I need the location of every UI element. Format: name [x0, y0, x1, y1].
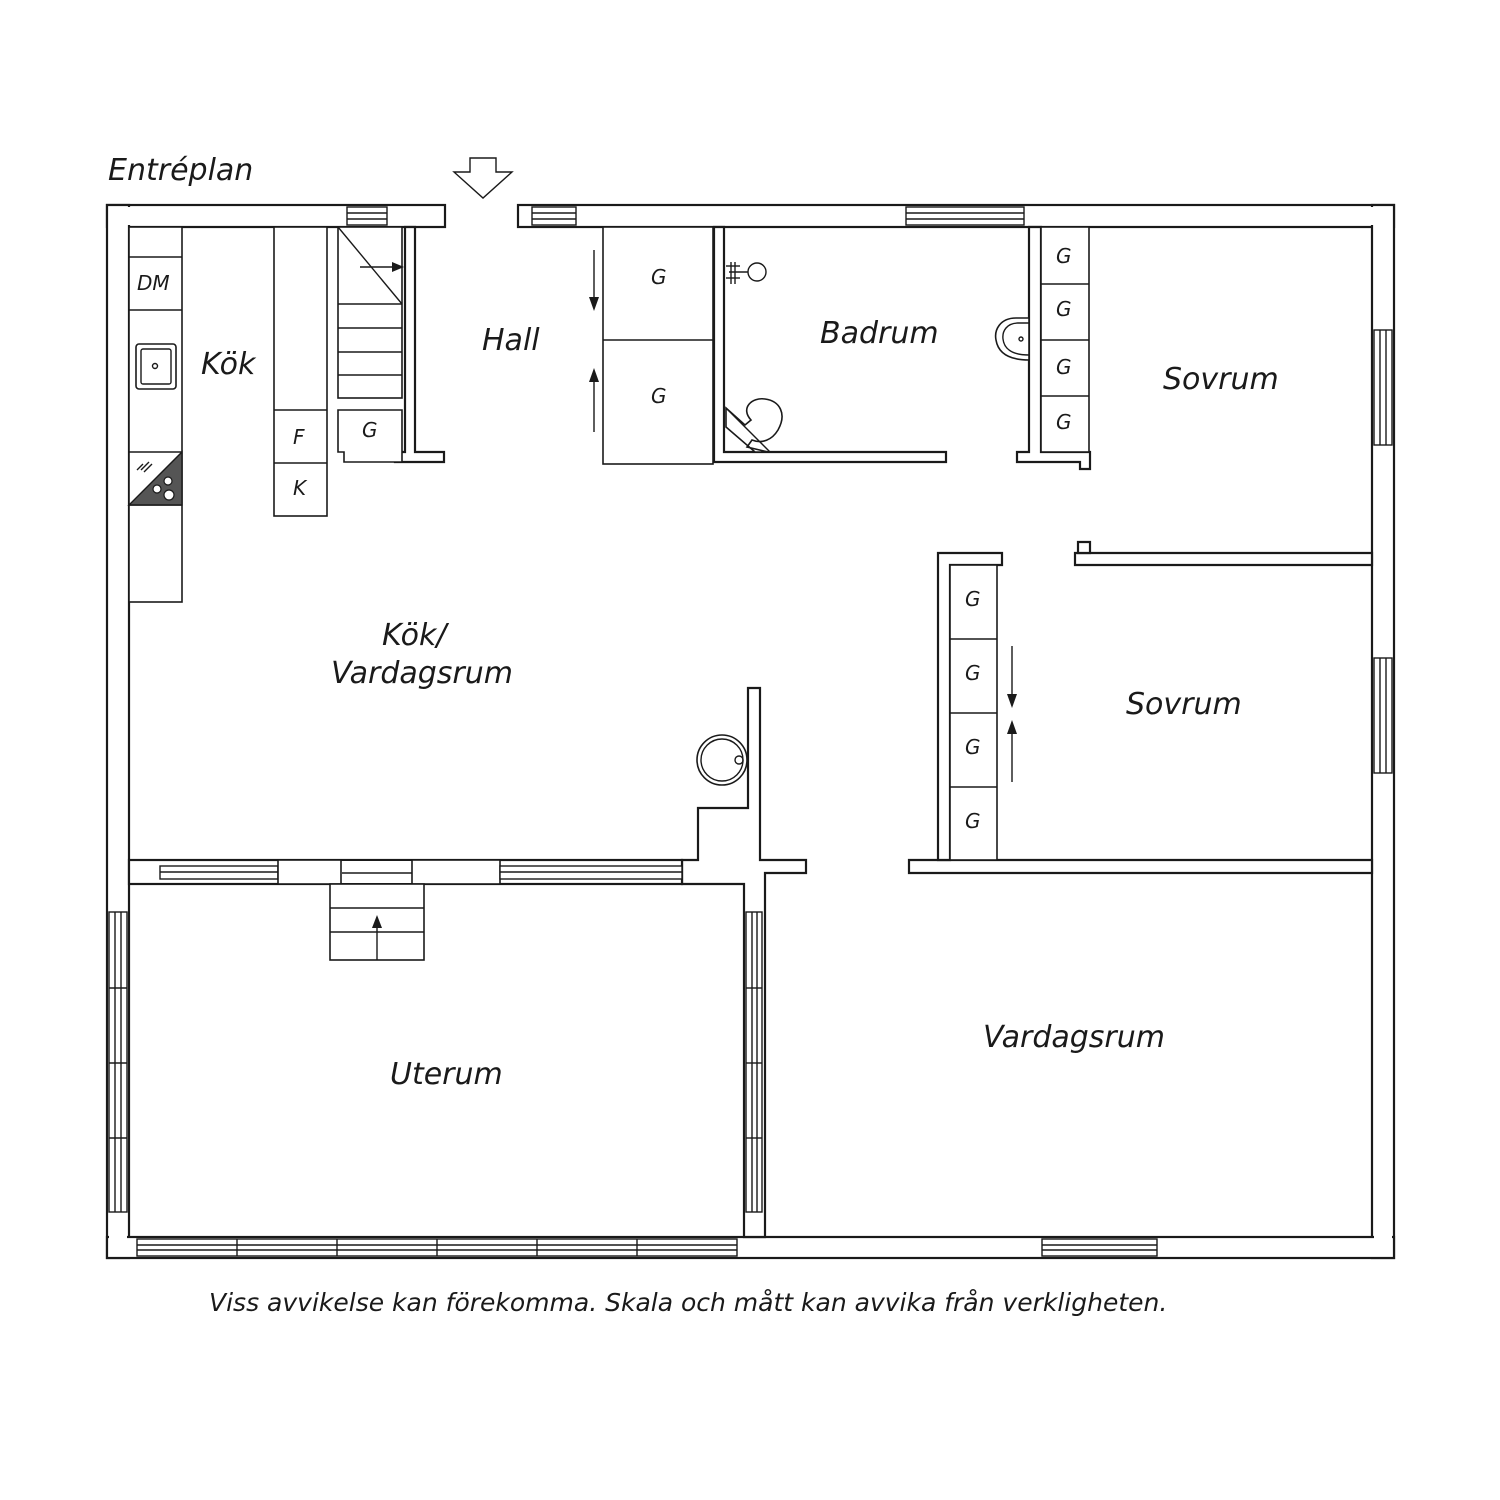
bedroom-2-wardrobe	[949, 564, 1017, 861]
room-label-hall: Hall	[482, 323, 540, 358]
room-label-uterum: Uterum	[390, 1057, 503, 1092]
window	[1041, 1238, 1158, 1257]
stair-arrow-icon	[392, 262, 404, 272]
window	[108, 911, 128, 1213]
freezer-label: K	[293, 476, 308, 500]
closet-label: G	[1056, 297, 1072, 321]
sliding-door-arrow-icon	[589, 368, 599, 382]
windows	[108, 206, 1393, 1257]
uterum-steps	[329, 883, 425, 961]
room-label-kok-vardagsrum-1: Kök/	[382, 618, 449, 653]
hall-wardrobe	[589, 226, 714, 465]
window	[1373, 329, 1393, 446]
kitchen-counter	[127, 226, 183, 603]
window	[905, 206, 1025, 226]
closet-label: G	[965, 735, 981, 759]
closet-label: G	[651, 384, 667, 408]
closet-label: G	[965, 587, 981, 611]
closet-label: G	[1056, 244, 1072, 268]
bathroom-fixtures	[725, 262, 1030, 453]
window	[346, 206, 388, 226]
sink-icon	[135, 343, 177, 390]
closet-label: G	[1056, 410, 1072, 434]
room-label-kok: Kök	[201, 347, 257, 382]
window	[1373, 657, 1393, 774]
closet-label: G	[1056, 355, 1072, 379]
closet-label: G	[965, 809, 981, 833]
fireplace-icon	[696, 734, 748, 786]
closet-label: G	[362, 418, 378, 442]
uterum-divider	[159, 859, 763, 1213]
sliding-door-arrow-icon	[1007, 720, 1017, 734]
closet-label: G	[965, 661, 981, 685]
dishwasher-label: DM	[137, 271, 170, 295]
step-arrow-icon	[372, 915, 382, 928]
washbasin-icon	[994, 317, 1030, 361]
sliding-door-arrow-icon	[589, 297, 599, 311]
toilet-icon	[725, 398, 783, 453]
room-label-sovrum-2: Sovrum	[1126, 687, 1242, 722]
room-label-kok-vardagsrum-2: Vardagsrum	[331, 656, 513, 691]
room-label-vardagsrum: Vardagsrum	[983, 1020, 1165, 1055]
sliding-door-arrow-icon	[1007, 694, 1017, 708]
entrance-arrow-icon	[452, 157, 514, 199]
fridge-column	[273, 226, 328, 517]
room-label-badrum: Badrum	[820, 316, 939, 351]
shower-icon	[726, 262, 767, 284]
disclaimer-text: Viss avvikelse kan förekomma. Skala och …	[209, 1288, 1167, 1317]
window	[531, 206, 577, 226]
staircase	[337, 226, 404, 463]
plan-title: Entréplan	[108, 153, 253, 188]
fridge-label: F	[293, 425, 305, 449]
window	[745, 911, 763, 1213]
room-label-sovrum-1: Sovrum	[1163, 362, 1279, 397]
closet-label: G	[651, 265, 667, 289]
bedroom-1-wardrobe	[1040, 226, 1090, 453]
